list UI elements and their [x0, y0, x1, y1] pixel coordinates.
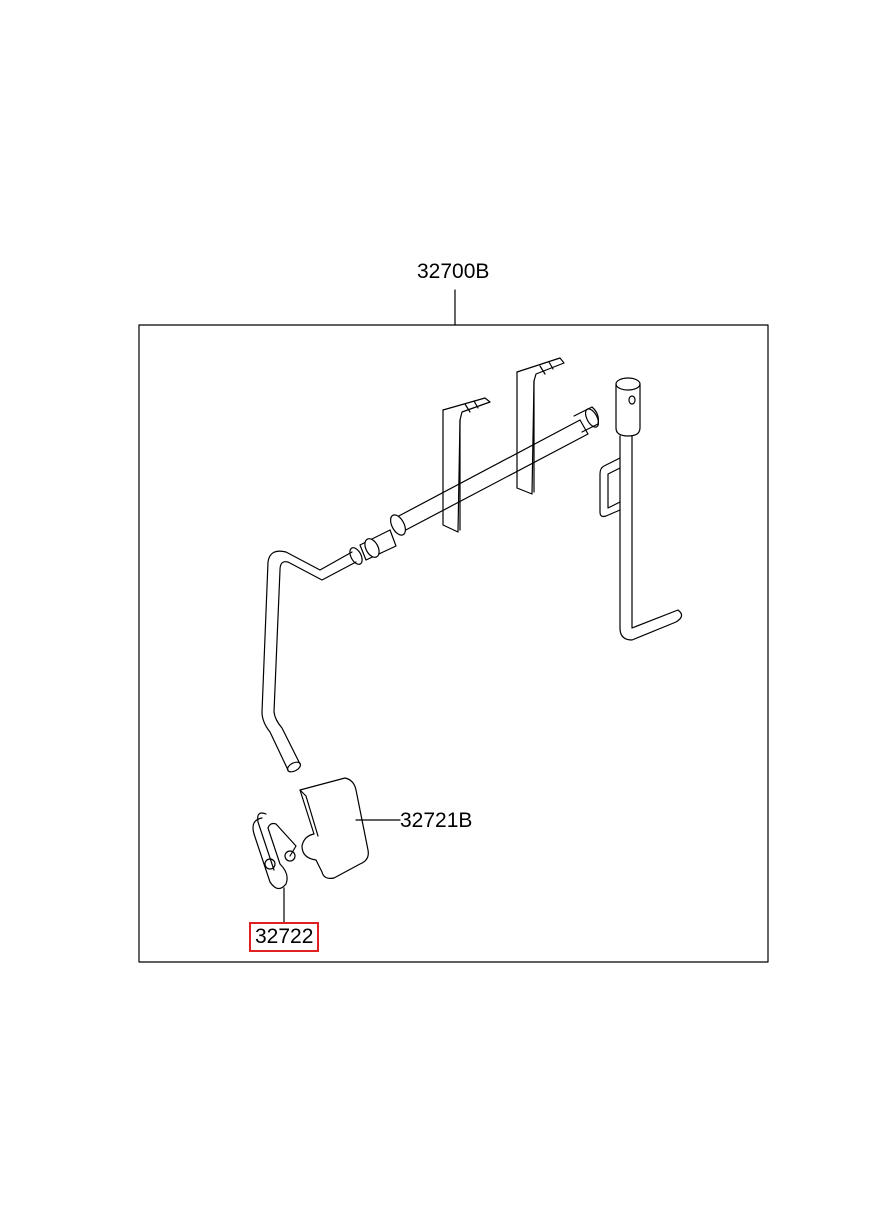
- callout-pedal-pad-number: 32721B: [400, 809, 473, 832]
- pedal-arm: [261, 550, 357, 773]
- mounting-bracket-left: [442, 397, 491, 533]
- assembly-frame: [138, 324, 769, 963]
- pedal-pad: [299, 777, 401, 879]
- mounting-bracket-right: [516, 357, 565, 495]
- callout-assembly-number: 32700B: [417, 260, 490, 283]
- callout-clip-number-highlighted[interactable]: 32722: [249, 922, 320, 952]
- spring-clip: [252, 812, 297, 923]
- pedal-shaft: [349, 406, 600, 565]
- support-lever: [599, 377, 683, 641]
